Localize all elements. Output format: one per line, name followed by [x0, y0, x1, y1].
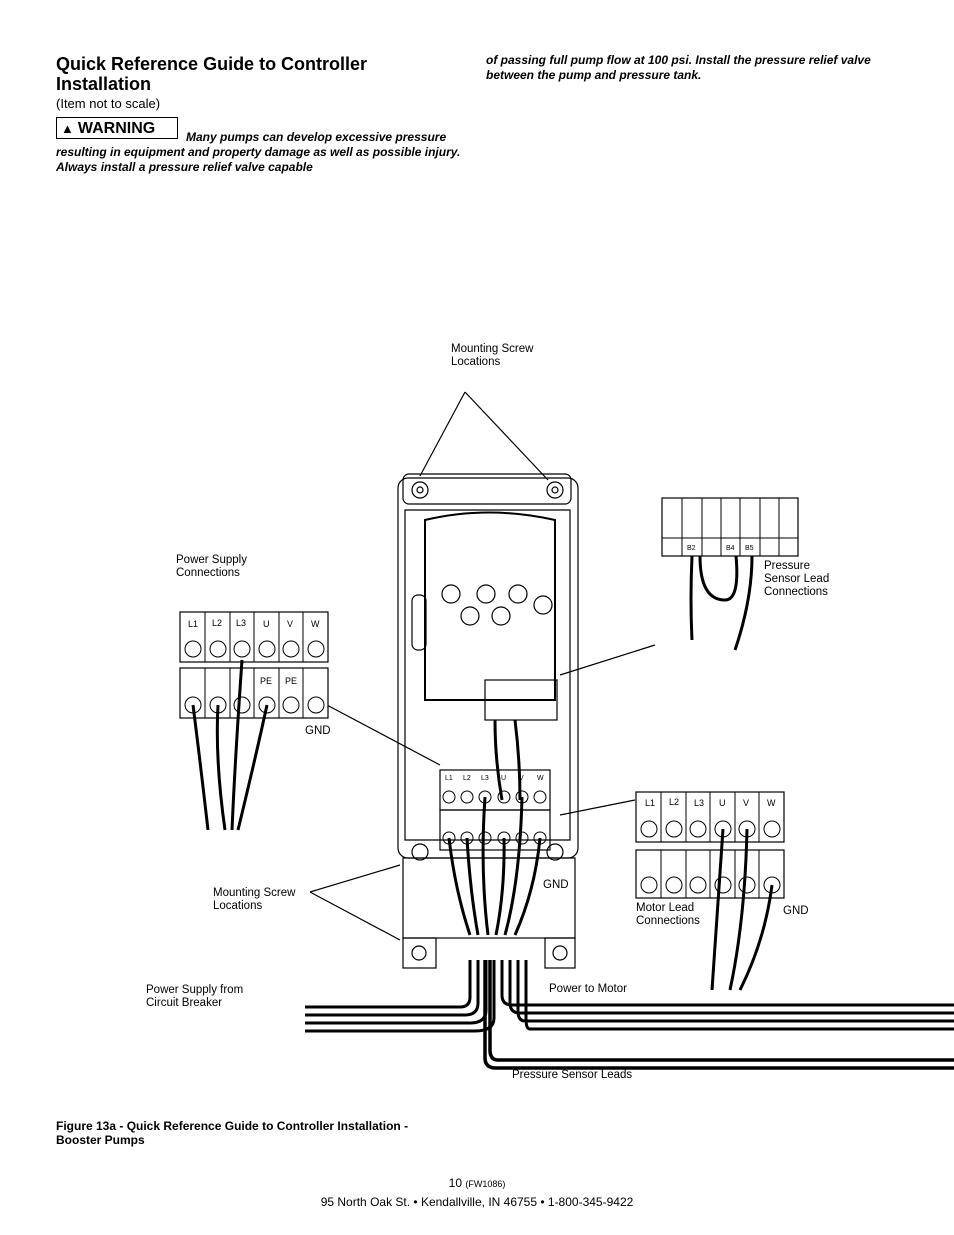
pressure-sensor-wires — [689, 555, 754, 651]
terminal-label: V — [287, 619, 293, 629]
page-title: Quick Reference Guide to Controller Inst… — [56, 54, 368, 94]
label-mounting-bottom: Mounting Screw Locations — [213, 887, 296, 912]
figure-caption: Figure 13a - Quick Reference Guide to Co… — [56, 1119, 409, 1147]
label-gnd-left: GND — [305, 725, 331, 737]
mount-screw-center — [551, 486, 559, 494]
terminal-label: U — [263, 619, 270, 629]
terminal-label: B5 — [745, 545, 754, 552]
internal-terminal-labels: L1 L2 L3 U V W — [445, 775, 544, 782]
terminal-label: U — [719, 798, 726, 808]
pressure-sensor-terminal-block — [661, 497, 799, 557]
label-gnd-center: GND — [543, 879, 569, 891]
label-power-supply-connections: Power Supply Connections — [176, 554, 247, 579]
terminal-label: L3 — [694, 798, 704, 808]
mount-screw — [411, 843, 429, 861]
mount-screw — [546, 481, 564, 499]
motor-cables — [500, 960, 954, 1031]
keypad-button — [476, 584, 496, 604]
label-power-supply-breaker: Power Supply from Circuit Breaker — [146, 984, 244, 1009]
sensor-cables — [483, 960, 954, 1070]
terminal-label: L1 — [188, 619, 198, 629]
label-gnd-right: GND — [783, 905, 809, 917]
label-pressure-sensor-lead: Pressure Sensor Lead Connections — [764, 560, 830, 598]
keypad-panel — [424, 511, 556, 701]
side-slot — [411, 594, 427, 651]
page-number: 10 — [448, 1176, 462, 1190]
terminal-label: V — [743, 798, 749, 808]
mount-screw — [546, 843, 564, 861]
label-pressure-sensor-leads: Pressure Sensor Leads — [512, 1069, 633, 1081]
motor-wires — [710, 828, 774, 991]
terminal-label: W — [537, 775, 544, 782]
keypad-button — [508, 584, 528, 604]
supply-cables — [305, 960, 496, 1033]
controller-top-cap — [402, 473, 572, 505]
motor-terminal-labels: L1 L2 L3 U V W — [645, 797, 776, 808]
internal-terminal-strip — [484, 679, 558, 721]
warning-text-left: Many pumps can develop excessive pressur… — [56, 130, 461, 174]
doc-code: (FW1086) — [465, 1179, 506, 1189]
controller-front — [404, 509, 571, 841]
terminal-label: L3 — [481, 775, 489, 782]
left-terminal-labels: L1 L2 L3 U V W PE PE — [188, 618, 320, 686]
terminal-label: L2 — [669, 797, 679, 807]
internal-power-terminals — [439, 769, 551, 811]
sensor-terminal-labels: B2 B4 B5 — [687, 545, 754, 552]
internal-ground-terminals — [439, 809, 551, 851]
mount-screw — [411, 481, 429, 499]
warning-badge-label: WARNING — [77, 120, 156, 137]
terminal-label: V — [519, 775, 524, 782]
page-number-line: 10 (FW1086) — [0, 1176, 954, 1190]
terminal-label: W — [311, 619, 320, 629]
keypad-button — [441, 584, 461, 604]
keypad-button — [491, 606, 511, 626]
bottom-mount-tab — [544, 937, 576, 969]
label-mounting-top: Mounting Screw Locations — [451, 343, 534, 368]
mount-screw — [552, 945, 568, 961]
warning-badge: ▲WARNING — [56, 117, 178, 139]
terminal-label: PE — [285, 676, 297, 686]
keypad-dial — [533, 595, 553, 615]
internal-wires — [447, 719, 542, 936]
terminal-label: B2 — [687, 545, 696, 552]
mount-screw — [411, 945, 427, 961]
terminal-label: W — [767, 798, 776, 808]
terminal-label: B4 — [726, 545, 735, 552]
label-power-to-motor: Power to Motor — [549, 983, 627, 995]
terminal-label: L1 — [445, 775, 453, 782]
terminal-label: L3 — [236, 618, 246, 628]
mount-screw-center — [416, 486, 424, 494]
keypad-button — [460, 606, 480, 626]
leader-line — [464, 391, 549, 481]
terminal-label: PE — [260, 676, 272, 686]
terminal-label: L2 — [212, 618, 222, 628]
label-motor-lead: Motor Lead Connections — [636, 902, 700, 927]
terminal-label: L2 — [463, 775, 471, 782]
warning-triangle-icon: ▲ — [61, 121, 74, 136]
footer-address: 95 North Oak St. • Kendallville, IN 4675… — [320, 1195, 634, 1209]
leader-line — [419, 391, 466, 477]
terminal-label: U — [501, 775, 506, 782]
page-subtitle: (Item not to scale) — [56, 96, 161, 111]
cable-enclosure — [402, 857, 576, 939]
power-supply-wires — [191, 659, 269, 831]
warning-text-right: of passing full pump flow at 100 psi. In… — [486, 53, 871, 82]
bottom-mount-tab — [402, 937, 437, 969]
terminal-label: L1 — [645, 798, 655, 808]
